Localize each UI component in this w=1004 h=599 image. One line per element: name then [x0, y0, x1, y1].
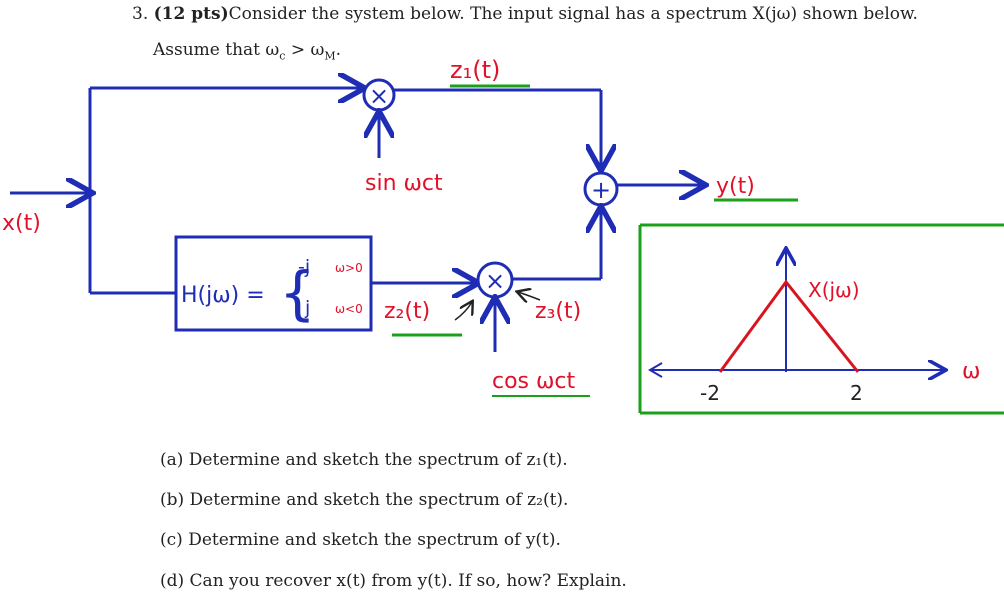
- filter-case1-condition: ω>0: [335, 261, 363, 275]
- z2-pointer: [454, 302, 472, 321]
- assumption-line: Assume that ωc > ωM.: [153, 40, 341, 62]
- part-b: (b) Determine and sketch the spectrum of…: [160, 490, 569, 510]
- cos-label: cos ωct: [492, 369, 576, 394]
- filter-case1-value: -j: [298, 256, 310, 278]
- problem-points: (12 pts): [153, 4, 229, 24]
- adder-symbol: +: [591, 176, 611, 204]
- problem-number: 3.: [132, 4, 149, 24]
- problem-header: 3. (12 pts)Consider the system below. Th…: [132, 4, 918, 24]
- input-label: x(t): [2, 211, 41, 236]
- assumption-sub-c: c: [279, 49, 286, 63]
- filter-case2-value: j: [304, 297, 310, 319]
- filter-brace: {: [279, 259, 316, 327]
- z1-label: z₁(t): [450, 56, 500, 84]
- multiplier-bottom-symbol: ×: [485, 267, 505, 295]
- spectrum-axis-label: ω: [962, 359, 980, 384]
- spectrum-tick-left: -2: [700, 381, 720, 405]
- z3-label: z₃(t): [535, 299, 581, 324]
- sin-label: sin ωct: [365, 171, 443, 196]
- output-label: y(t): [716, 174, 755, 199]
- filter-block: [174, 235, 373, 332]
- part-d: (d) Can you recover x(t) from y(t). If s…: [160, 571, 627, 591]
- z2-label: z₂(t): [384, 299, 430, 324]
- z3-pointer: [518, 292, 541, 300]
- part-c: (c) Determine and sketch the spectrum of…: [160, 530, 561, 550]
- assumption-mid: > ω: [285, 40, 325, 60]
- problem-statement: Consider the system below. The input sig…: [228, 4, 918, 24]
- part-a: (a) Determine and sketch the spectrum of…: [160, 450, 568, 470]
- spectrum-label: X(jω): [808, 278, 860, 302]
- assumption-end: .: [335, 40, 342, 60]
- spectrum-triangle: [718, 279, 860, 373]
- multiplier-top-symbol: ×: [369, 82, 389, 110]
- assumption-text: Assume that ω: [153, 40, 280, 60]
- filter-case2-condition: ω<0: [335, 302, 363, 316]
- assumption-sub-m: M: [324, 49, 336, 63]
- filter-lhs: H(jω) =: [181, 283, 265, 308]
- spectrum-axis-left-arrow: [648, 362, 663, 378]
- spectrum-tick-right: 2: [850, 381, 863, 405]
